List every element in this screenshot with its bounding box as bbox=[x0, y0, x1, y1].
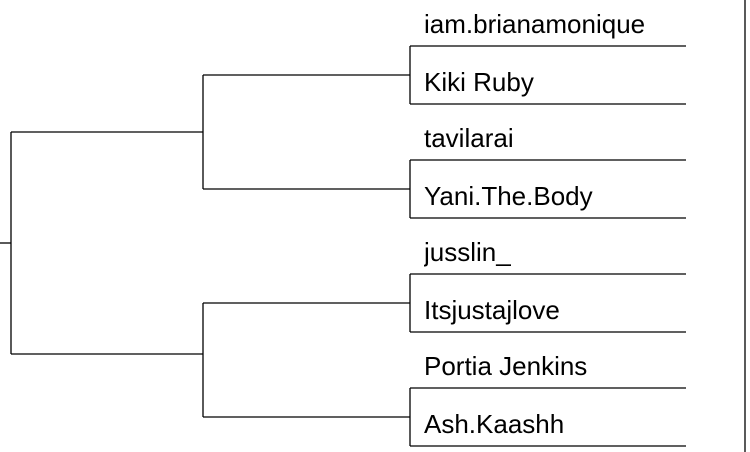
entrant-1: iam.brianamonique bbox=[424, 9, 646, 39]
entrant-3: tavilarai bbox=[424, 123, 514, 153]
entrant-4: Yani.The.Body bbox=[424, 181, 593, 211]
entrant-6: Itsjustajlove bbox=[424, 295, 560, 325]
entrant-5: jusslin_ bbox=[424, 237, 511, 267]
entrant-8: Ash.Kaashh bbox=[424, 409, 565, 439]
entrant-2: Kiki Ruby bbox=[424, 67, 534, 97]
entrant-7: Portia Jenkins bbox=[424, 351, 588, 381]
